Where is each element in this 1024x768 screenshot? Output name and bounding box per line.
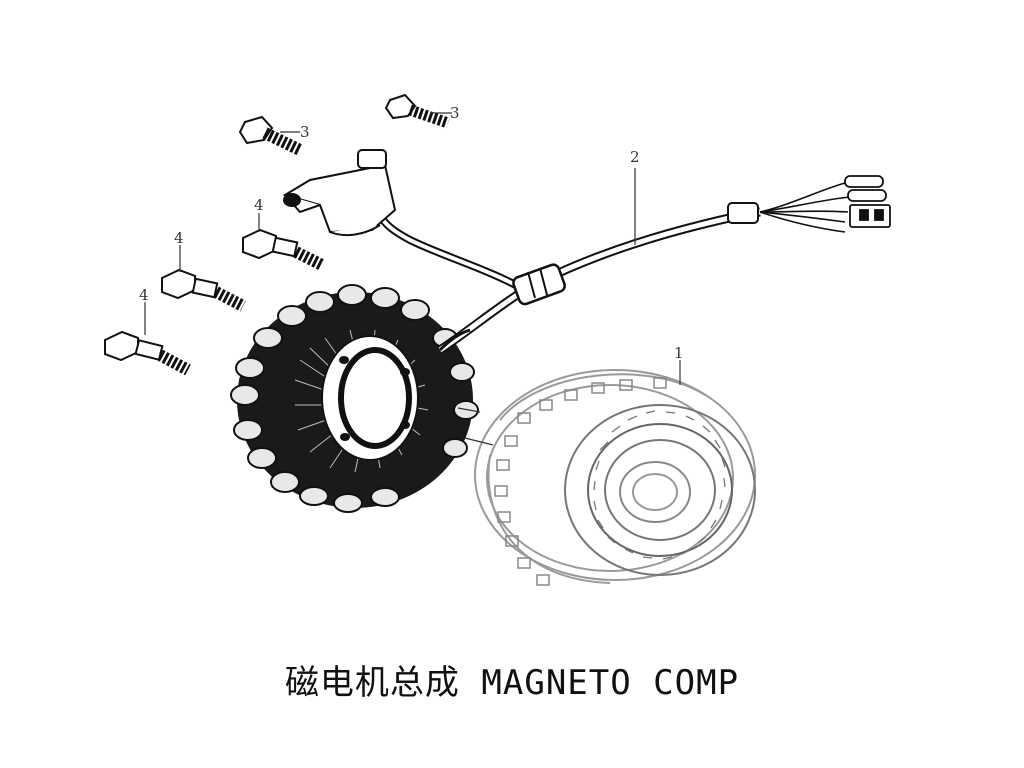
pickup-coil-sensor <box>282 149 397 237</box>
callout-3-screw-left: 3 <box>300 123 310 141</box>
leader-lines <box>144 112 681 446</box>
stator-coil <box>230 284 479 513</box>
callout-4-bolt-middle: 4 <box>174 229 184 247</box>
flywheel-rotor <box>474 369 756 586</box>
callout-4-bolt-top: 4 <box>254 196 264 214</box>
bolt-4-middle <box>161 268 246 312</box>
callout-3-screw-right: 3 <box>450 104 460 122</box>
diagram-caption: 磁电机总成 MAGNETO COMP <box>284 663 740 703</box>
bolt-4-top <box>242 228 325 271</box>
callout-4-bolt-bottom: 4 <box>139 286 149 304</box>
callout-2-wire-harness: 2 <box>630 148 640 166</box>
screw-3-right <box>384 93 450 129</box>
bolt-4-bottom <box>104 330 191 376</box>
wire-harness <box>376 175 891 354</box>
screw-3-left <box>238 115 303 156</box>
callout-1-flywheel: 1 <box>674 344 684 362</box>
